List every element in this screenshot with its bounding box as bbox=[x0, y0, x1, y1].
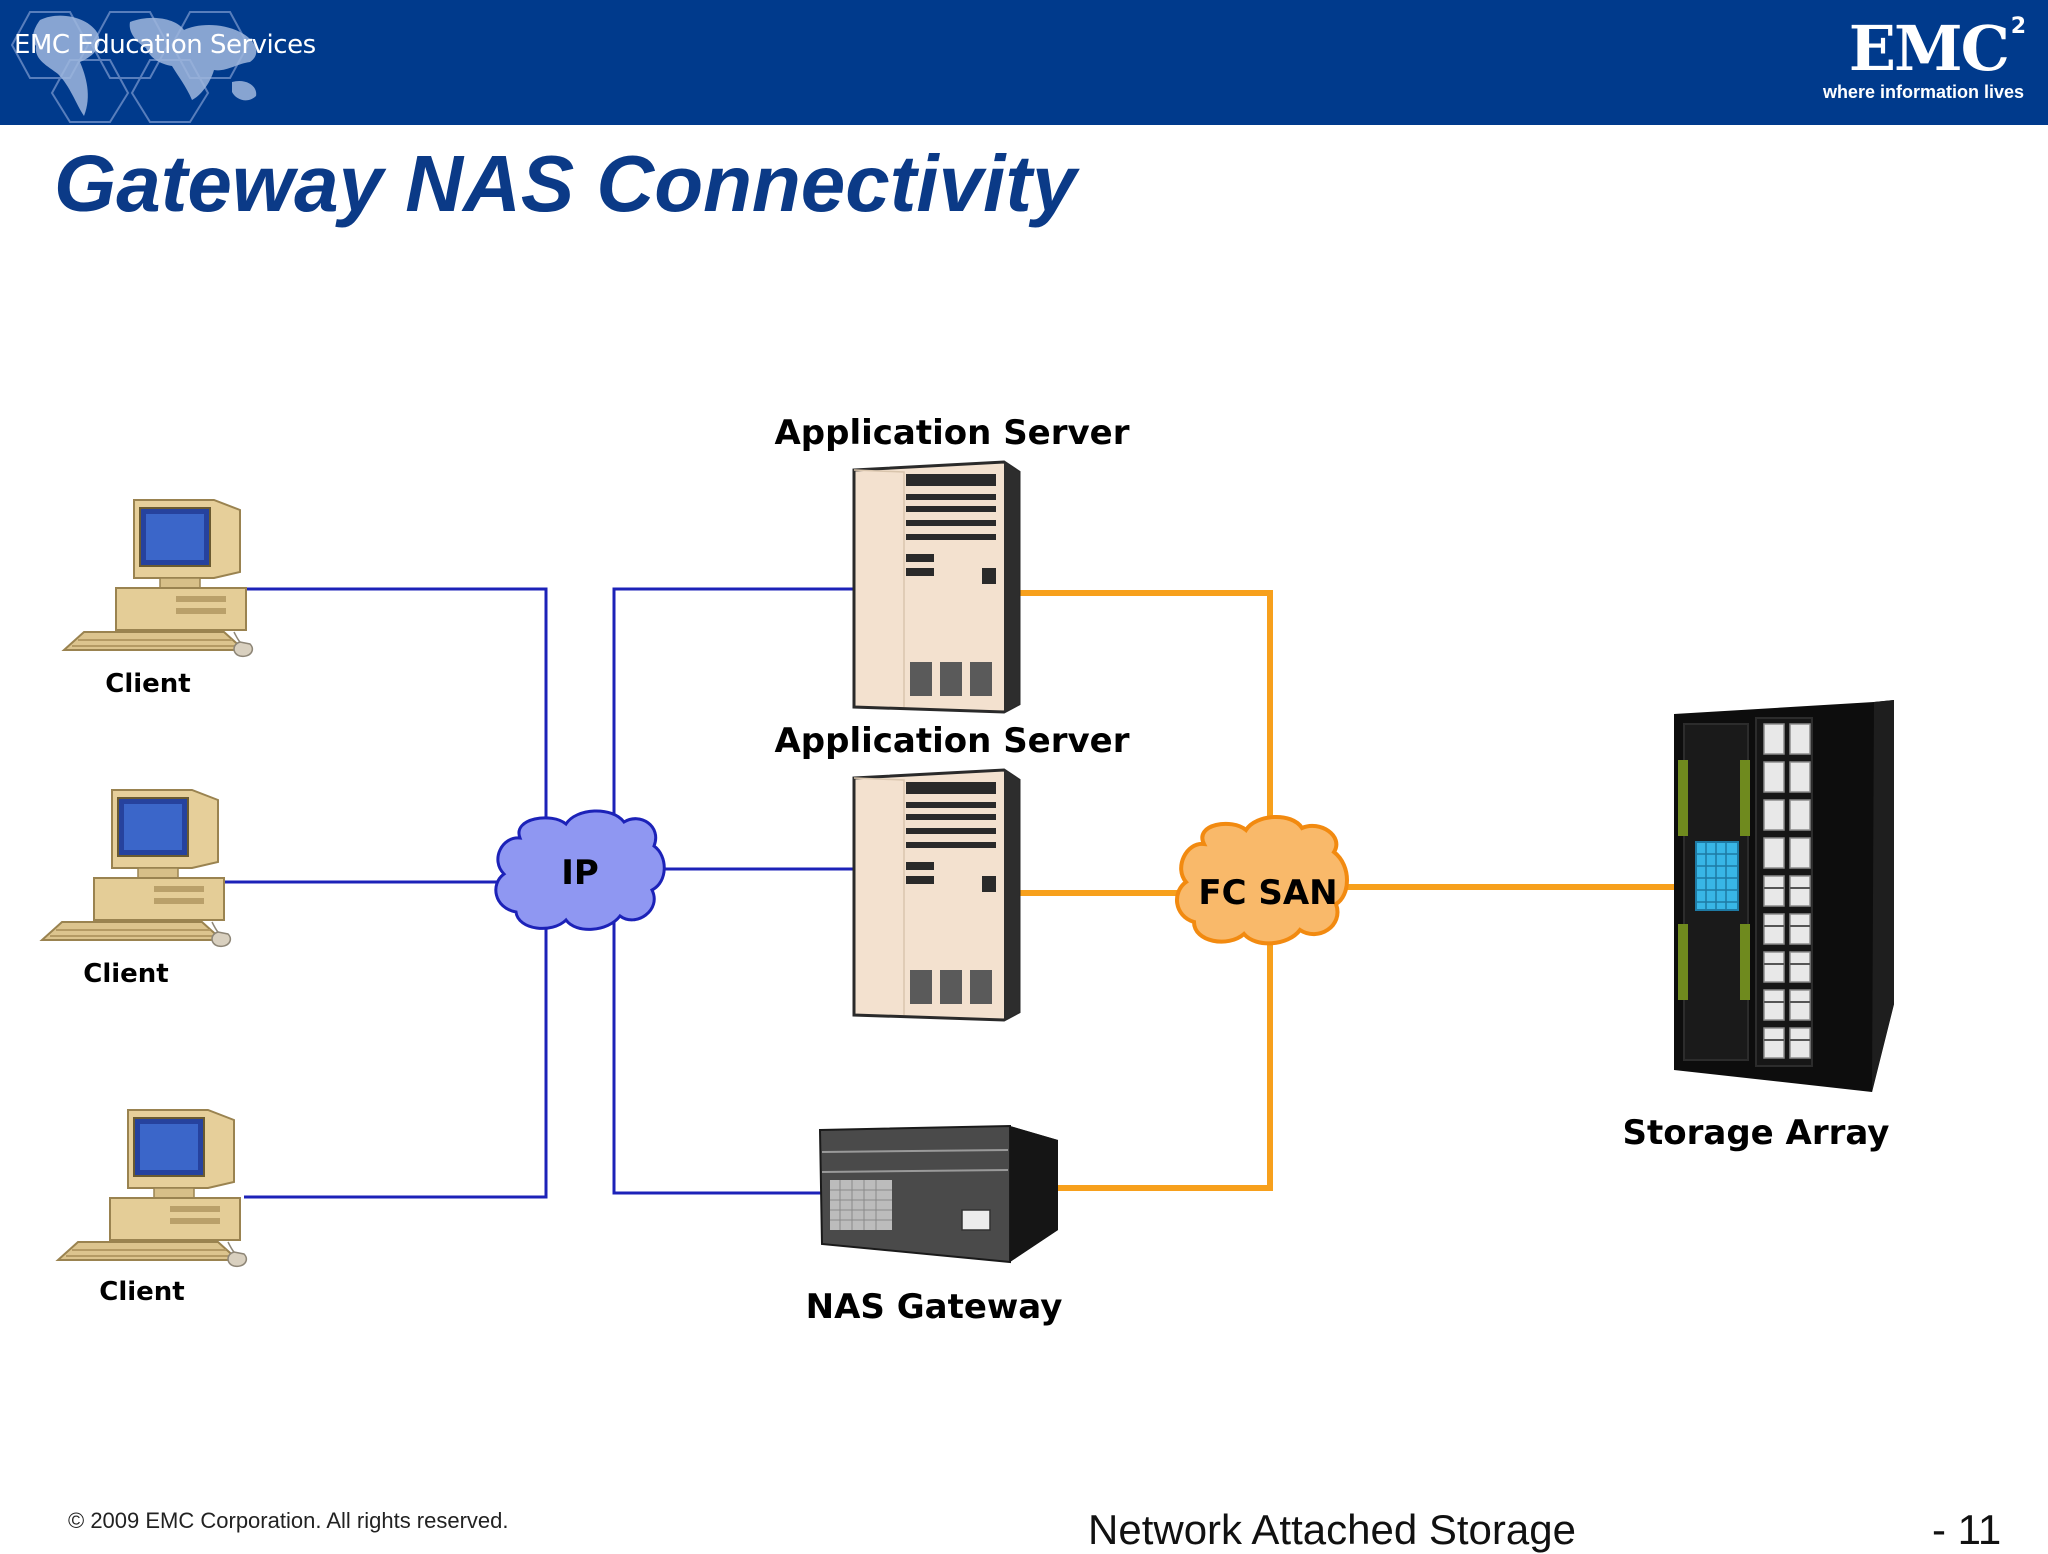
header-bar: EMC Education Services EMC 2 where infor… bbox=[0, 0, 2048, 125]
fc-san-cloud: FC SAN bbox=[1175, 814, 1349, 946]
ip-cloud: IP bbox=[494, 809, 666, 931]
client-label: Client bbox=[83, 959, 168, 989]
slide-title: Gateway NAS Connectivity bbox=[54, 139, 1077, 228]
client-computer bbox=[63, 499, 254, 658]
ip-network-label: IP bbox=[561, 853, 599, 893]
storage-array-label: Storage Array bbox=[1623, 1113, 1890, 1153]
nas-gateway-label: NAS Gateway bbox=[806, 1287, 1063, 1327]
storage-array bbox=[1674, 700, 1894, 1092]
emc-logo-superscript: 2 bbox=[2010, 14, 2026, 39]
app-server-label: Application Server bbox=[774, 721, 1129, 761]
nas-gateway bbox=[818, 1124, 1058, 1264]
app-server-label: Application Server bbox=[774, 413, 1129, 453]
world-map-logo bbox=[10, 11, 257, 123]
emc-tagline: where information lives bbox=[1822, 82, 2024, 102]
client-label: Client bbox=[99, 1277, 184, 1307]
copyright-notice: © 2009 EMC Corporation. All rights reser… bbox=[68, 1508, 509, 1533]
fc-san-label: FC SAN bbox=[1198, 873, 1337, 913]
client-label: Client bbox=[105, 669, 190, 699]
client-computer bbox=[41, 789, 232, 948]
education-services-label: EMC Education Services bbox=[14, 30, 316, 60]
client-computer bbox=[57, 1109, 248, 1268]
module-topic: Network Attached Storage bbox=[1088, 1506, 1576, 1553]
emc-logo: EMC bbox=[1848, 12, 2010, 85]
application-server bbox=[852, 460, 1021, 714]
application-server bbox=[852, 768, 1021, 1022]
page-number: - 11 bbox=[1932, 1506, 2002, 1553]
disk-drives bbox=[1763, 723, 1811, 1059]
